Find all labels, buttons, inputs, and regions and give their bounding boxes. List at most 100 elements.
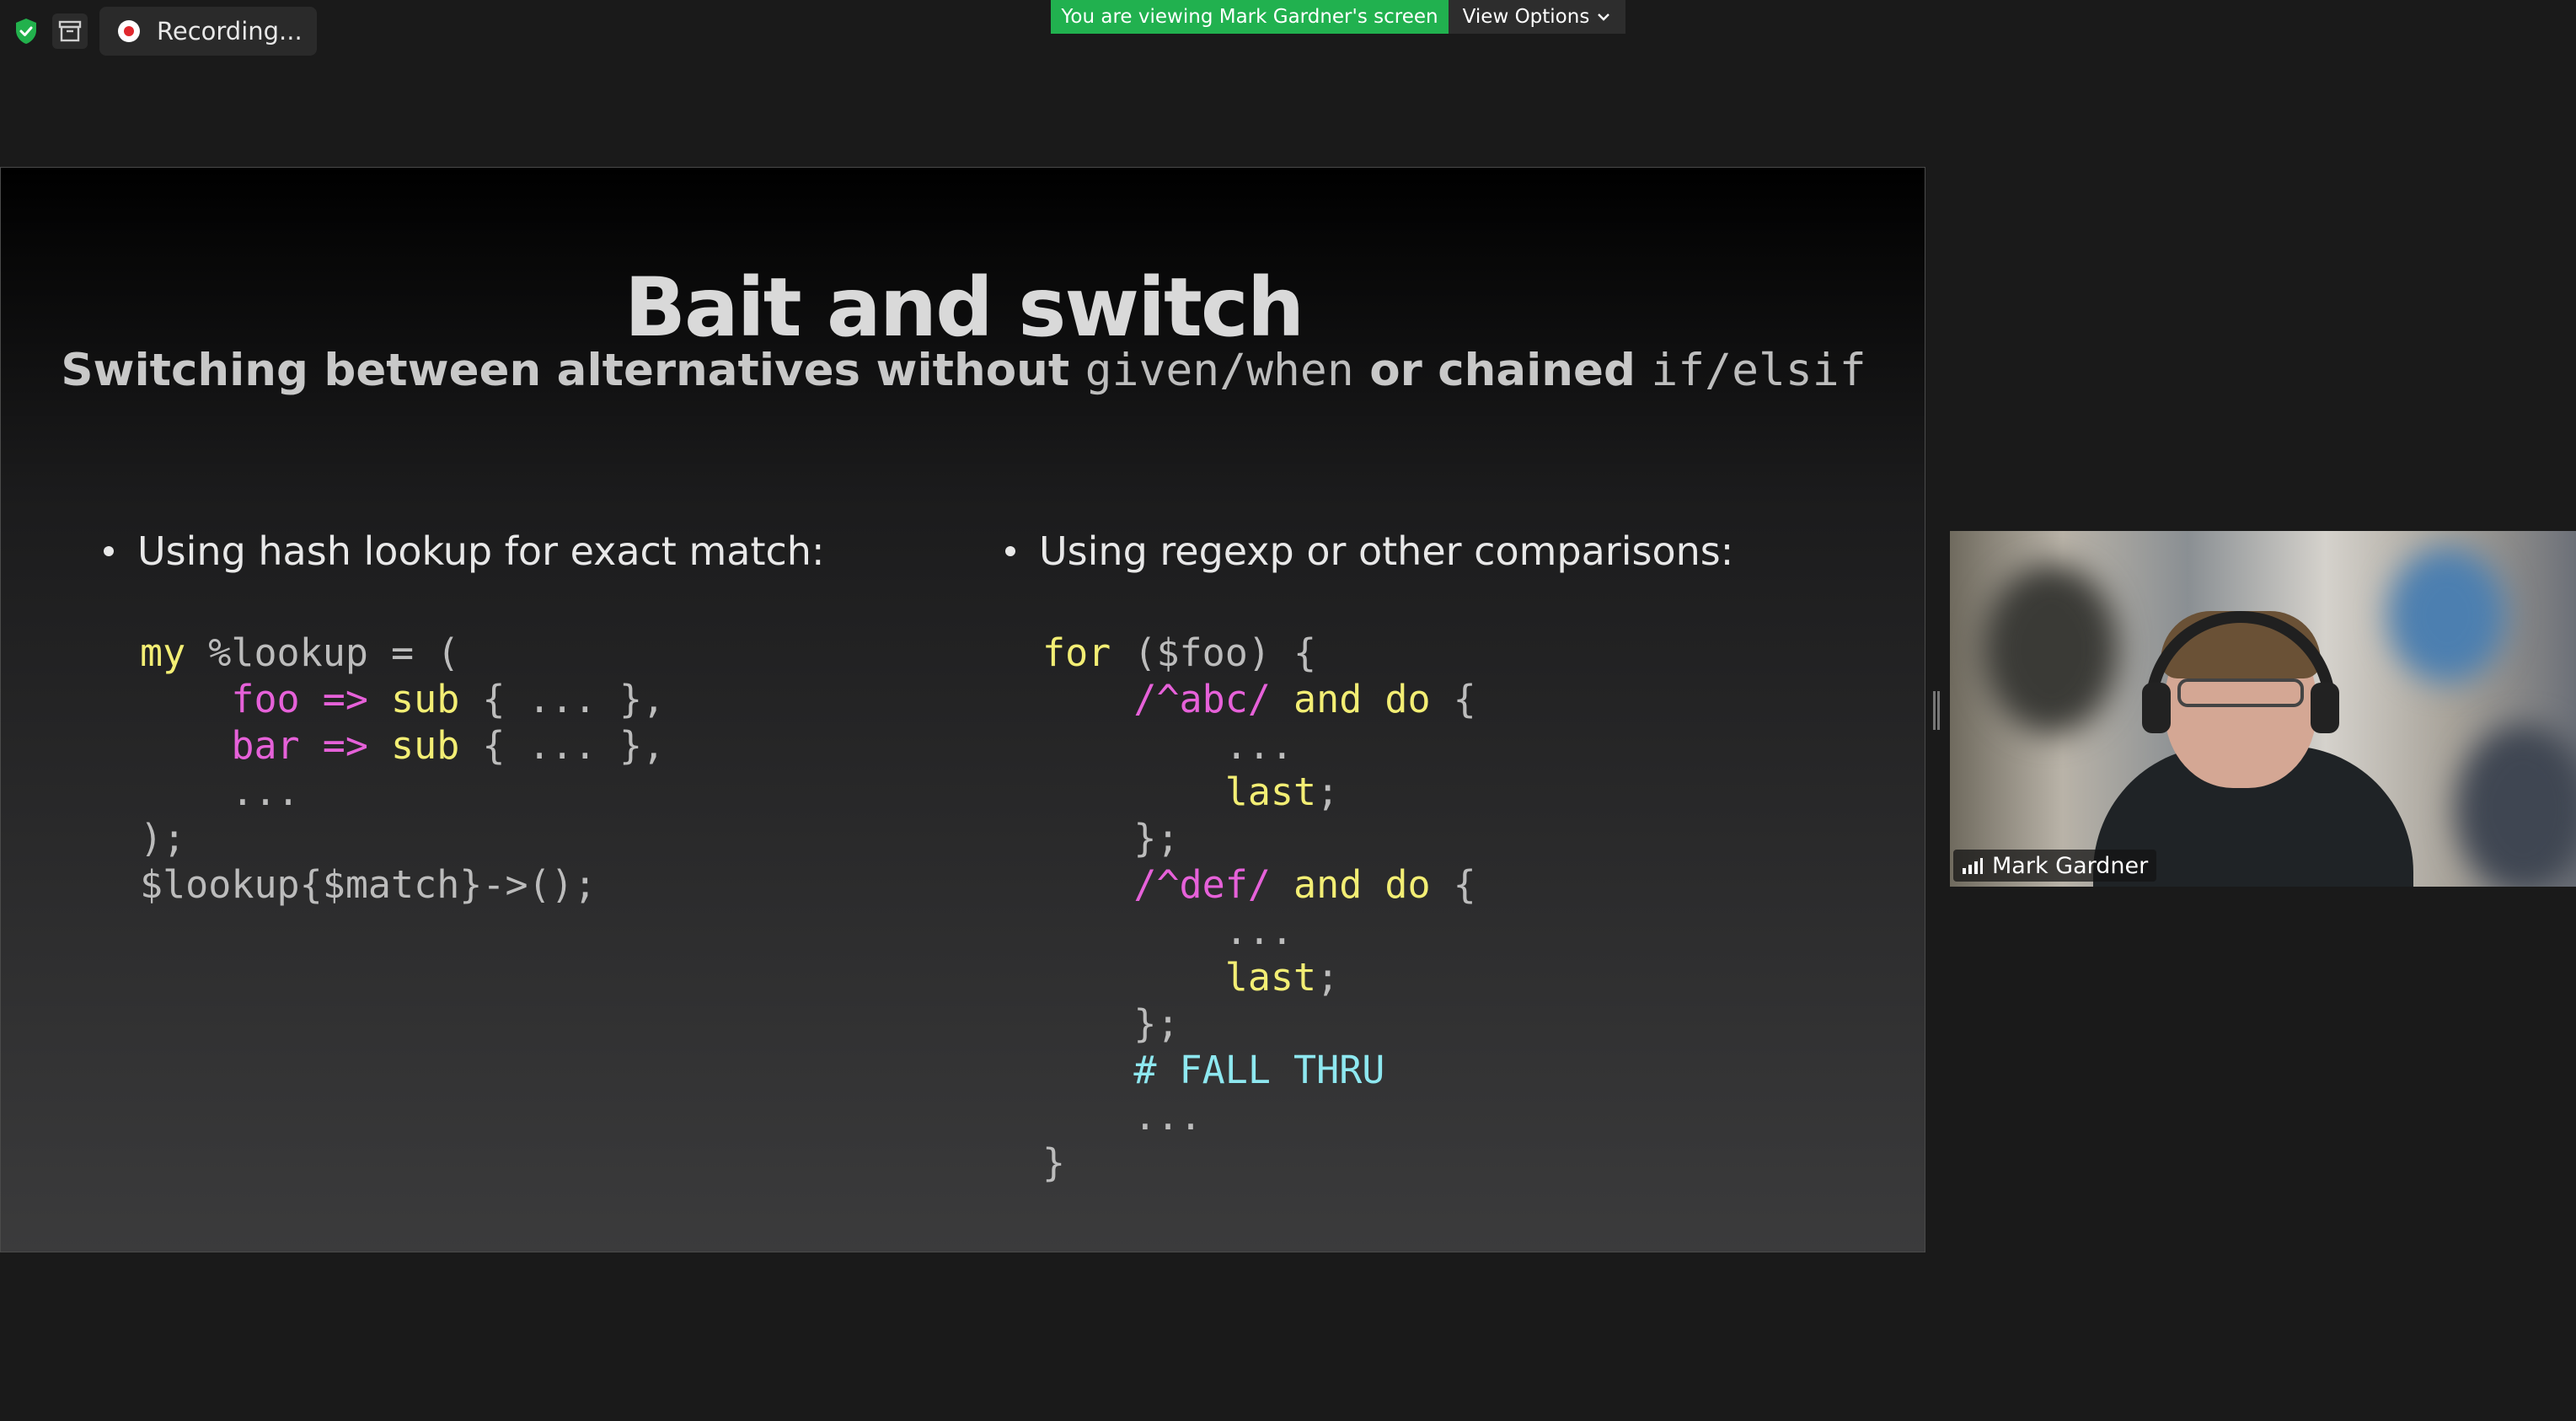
signal-strength-icon — [1963, 858, 1983, 874]
code-token: for — [1042, 630, 1111, 675]
code-token: { ... }, — [459, 677, 666, 721]
viewing-screen-label: You are viewing Mark Gardner's screen — [1051, 0, 1449, 34]
code-line: ... — [140, 769, 665, 815]
recording-indicator[interactable]: Recording... — [99, 7, 317, 56]
view-options-button[interactable]: View Options — [1449, 0, 1625, 34]
code-token: and do — [1293, 677, 1431, 721]
bullet-dot — [104, 546, 114, 556]
subtitle-text-2: or chained — [1353, 345, 1652, 396]
code-token — [1042, 1048, 1133, 1092]
code-token: # FALL THRU — [1133, 1048, 1385, 1092]
code-token: and do — [1293, 862, 1431, 907]
code-line: bar => sub { ... }, — [140, 722, 665, 769]
code-token: { — [1430, 677, 1476, 721]
code-token: ... — [1042, 723, 1294, 768]
shared-screen-slide: Bait and switch Switching between altern… — [0, 167, 1925, 1252]
code-line: $lookup{$match}->(); — [140, 861, 665, 908]
code-token: ... — [140, 769, 300, 814]
code-token: { — [1430, 862, 1476, 907]
code-token: }; — [1042, 816, 1180, 861]
code-line: }; — [1042, 1000, 1476, 1047]
code-token: /^def/ — [1133, 862, 1271, 907]
code-token: %lookup = ( — [185, 630, 460, 675]
code-token: ; — [1316, 769, 1340, 814]
code-line: last; — [1042, 954, 1476, 1000]
subtitle-code-2: if/elsif — [1651, 345, 1866, 396]
subtitle-text-1: Switching between alternatives without — [61, 345, 1085, 396]
code-block-hash-lookup: my %lookup = ( foo => sub { ... }, bar =… — [140, 630, 665, 908]
bullet-regexp: Using regexp or other comparisons: — [1005, 528, 1733, 574]
code-token: my — [140, 630, 186, 675]
participant-video-tile[interactable]: Mark Gardner — [1950, 531, 2576, 887]
background-blur — [1984, 565, 2118, 733]
code-token — [1271, 862, 1293, 907]
code-token: }; — [1042, 1001, 1180, 1046]
code-token — [368, 677, 391, 721]
background-blur — [2456, 725, 2576, 887]
code-token: ... — [1042, 1094, 1202, 1139]
headset-earcup — [2311, 683, 2339, 733]
code-token: { ... }, — [459, 723, 666, 768]
bullet-dot — [1005, 546, 1015, 556]
code-line: /^abc/ and do { — [1042, 676, 1476, 722]
code-token: ; — [1316, 955, 1340, 1000]
code-token — [300, 723, 323, 768]
subtitle-code-1: given/when — [1084, 345, 1354, 396]
code-line: ... — [1042, 908, 1476, 954]
code-token: $lookup{$match}->(); — [140, 862, 597, 907]
code-line: my %lookup = ( — [140, 630, 665, 676]
slide-title: Bait and switch — [624, 260, 1304, 355]
code-token — [140, 677, 231, 721]
participant-name: Mark Gardner — [1992, 852, 2149, 879]
code-token: => — [322, 677, 368, 721]
code-token: last — [1224, 769, 1317, 814]
code-line: /^def/ and do { — [1042, 861, 1476, 908]
code-token — [368, 723, 391, 768]
code-token: bar — [231, 723, 300, 768]
bullet-hash-lookup: Using hash lookup for exact match: — [104, 528, 824, 574]
code-token: last — [1224, 955, 1317, 1000]
code-token — [1271, 677, 1293, 721]
code-token: /^abc/ — [1133, 677, 1271, 721]
glasses — [2177, 678, 2304, 707]
slide-subtitle: Switching between alternatives without g… — [1, 345, 1925, 396]
bullet-text: Using regexp or other comparisons: — [1039, 528, 1734, 574]
code-token: sub — [391, 677, 460, 721]
screen-share-banner: You are viewing Mark Gardner's screen Vi… — [1051, 0, 1625, 34]
code-token — [1042, 955, 1225, 1000]
code-line: last; — [1042, 769, 1476, 815]
record-icon — [118, 20, 140, 42]
chevron-down-icon — [1598, 13, 1610, 21]
participant-name-tag: Mark Gardner — [1953, 850, 2157, 882]
headset-earcup — [2142, 683, 2171, 733]
code-line: foo => sub { ... }, — [140, 676, 665, 722]
code-token: ); — [140, 816, 186, 861]
view-options-label: View Options — [1462, 6, 1590, 28]
bullet-text: Using hash lookup for exact match: — [137, 528, 825, 574]
code-token: ... — [1042, 909, 1294, 953]
code-line: for ($foo) { — [1042, 630, 1476, 676]
code-token: ($foo) { — [1111, 630, 1317, 675]
code-block-regexp: for ($foo) { /^abc/ and do { ... last; }… — [1042, 630, 1476, 1186]
code-token: => — [322, 723, 368, 768]
code-line: ... — [1042, 1093, 1476, 1139]
security-shield-icon[interactable] — [8, 13, 44, 49]
recording-label: Recording... — [157, 17, 303, 46]
code-token — [140, 723, 231, 768]
code-token — [300, 677, 323, 721]
code-token — [1042, 862, 1133, 907]
code-token — [1042, 677, 1133, 721]
code-line: }; — [1042, 815, 1476, 861]
archive-icon[interactable] — [52, 13, 88, 49]
code-line: ); — [140, 815, 665, 861]
code-token: foo — [231, 677, 300, 721]
code-token — [1042, 769, 1225, 814]
code-line: ... — [1042, 722, 1476, 769]
code-line: } — [1042, 1139, 1476, 1186]
code-line: # FALL THRU — [1042, 1047, 1476, 1093]
panel-resize-handle[interactable] — [1933, 691, 1940, 730]
code-token: sub — [391, 723, 460, 768]
background-blur — [2388, 548, 2506, 683]
code-token: } — [1042, 1140, 1066, 1185]
